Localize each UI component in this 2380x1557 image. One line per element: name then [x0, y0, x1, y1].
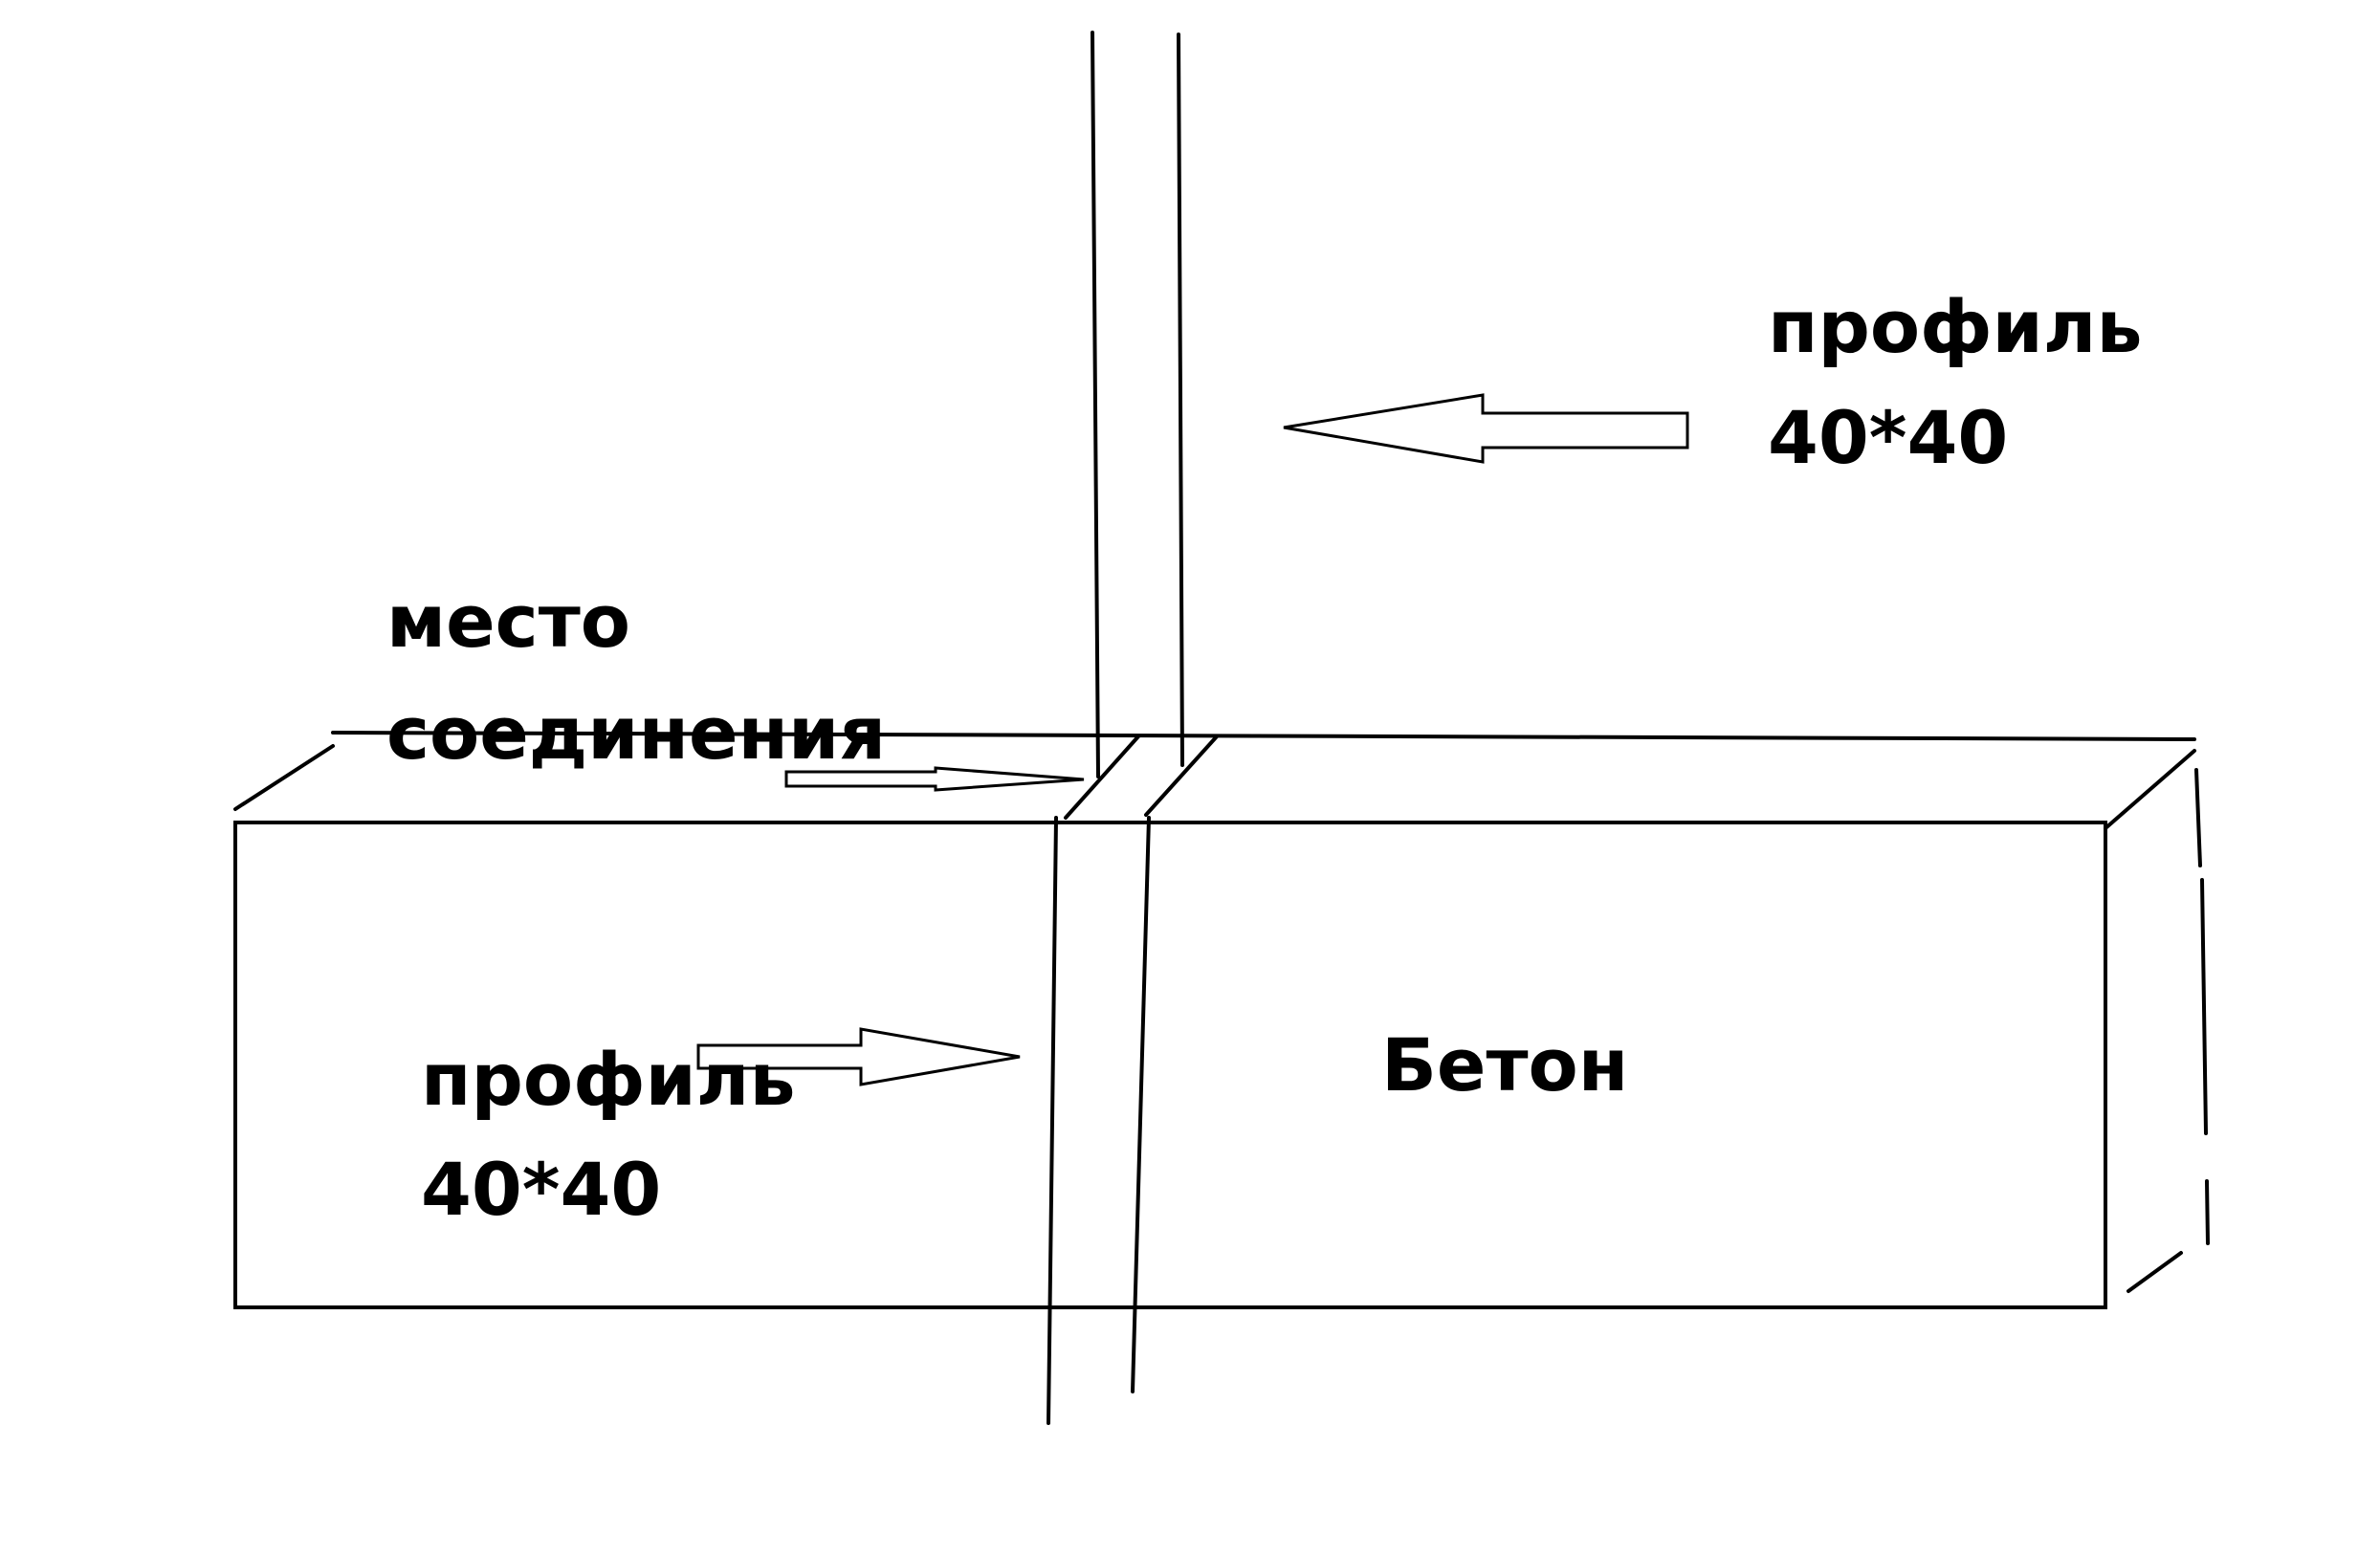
bottom-profile-label-line2: 40*40	[421, 1147, 661, 1232]
top-profile-label-line1: профиль	[1768, 284, 2143, 369]
top-profile-arrow	[1283, 393, 1689, 464]
joint-label-line1: место	[386, 579, 630, 664]
joint-arrow	[784, 766, 1085, 792]
profile-top-face-left-edge	[1064, 735, 1140, 820]
concrete-block-front	[233, 821, 2107, 1309]
concrete-block-top-right-edge	[2104, 749, 2196, 830]
embedded-profile-right-edge	[1131, 816, 1151, 1393]
concrete-block-top-left-edge	[233, 744, 335, 811]
profile-top-face-right-edge	[1144, 735, 1219, 817]
vertical-profile-right-edge	[1177, 33, 1184, 767]
embedded-profile-arrow	[696, 1027, 1021, 1086]
concrete-block-top-back-edge	[331, 731, 2196, 741]
bottom-profile-label-line1: профиль	[421, 1037, 796, 1122]
vertical-profile-left-edge	[1091, 31, 1100, 778]
concrete-label: Бетон	[1381, 1022, 1628, 1107]
concrete-block-side-edge-2	[2200, 878, 2208, 1135]
concrete-block-bottom-right-edge	[2127, 1251, 2183, 1293]
top-profile-label-line2: 40*40	[1768, 395, 2008, 480]
concrete-block-side-edge-1	[2194, 768, 2202, 867]
embedded-profile-left-edge	[1047, 816, 1058, 1425]
joint-label-line2: соединения	[386, 691, 886, 776]
concrete-block-side-edge-3	[2205, 1179, 2210, 1245]
